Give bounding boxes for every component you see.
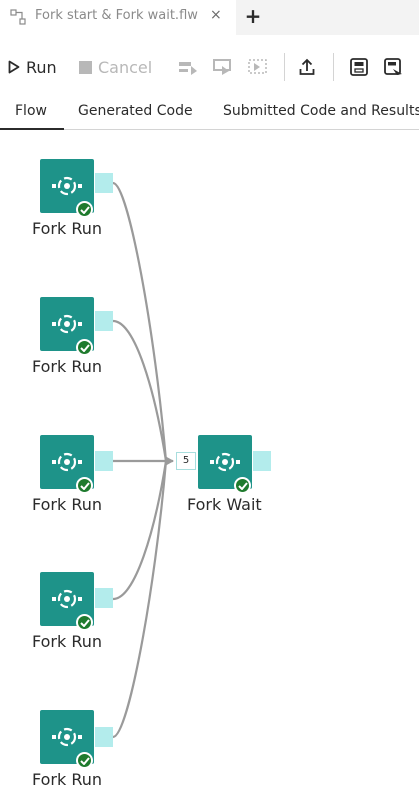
checkmark-icon (80, 482, 90, 490)
tab-generated-code[interactable]: Generated Code (78, 103, 193, 119)
success-badge (76, 477, 93, 494)
close-icon[interactable]: × (210, 7, 222, 23)
output-port[interactable] (95, 451, 113, 471)
output-port[interactable] (95, 588, 113, 608)
run-from-node-button[interactable] (213, 55, 233, 79)
output-port[interactable] (95, 311, 113, 331)
fork-node-icon (210, 452, 240, 472)
success-badge (234, 477, 251, 494)
save-as-icon (384, 58, 402, 75)
run-to-node-button[interactable] (178, 55, 198, 79)
run-from-icon (213, 59, 231, 75)
node-label: Fork Run (32, 770, 103, 789)
tab-flow[interactable]: Flow (15, 103, 47, 119)
node-label: Fork Run (32, 219, 103, 238)
checkmark-icon (80, 757, 90, 765)
output-port[interactable] (95, 727, 113, 747)
checkmark-icon (80, 206, 90, 214)
upload-button[interactable] (299, 55, 315, 79)
run-to-icon (179, 62, 197, 75)
stop-icon (79, 60, 92, 74)
upload-icon (299, 58, 315, 75)
new-tab-button[interactable]: + (244, 4, 262, 28)
checkmark-icon (80, 344, 90, 352)
success-badge (76, 201, 93, 218)
fork-node-icon (52, 452, 82, 472)
flow-connections (112, 181, 174, 739)
arrowhead (165, 456, 174, 466)
view-tabs: Flow Generated Code Submitted Code and R… (0, 95, 419, 130)
run-selected-icon (248, 59, 267, 74)
save-button[interactable] (350, 55, 368, 79)
fork-node-icon (52, 727, 82, 747)
tab-strip: Fork start & Fork wait.flw × + (0, 0, 419, 35)
node-label: Fork Run (32, 357, 103, 376)
flow-file-icon (10, 9, 26, 25)
checkmark-icon (80, 619, 90, 627)
cancel-label: Cancel (98, 57, 153, 77)
run-button[interactable]: Run (8, 55, 57, 79)
success-badge (76, 339, 93, 356)
cancel-button[interactable]: Cancel (79, 55, 152, 79)
connection-line (112, 181, 168, 462)
play-icon (8, 60, 20, 74)
node-label: Fork Wait (187, 495, 262, 514)
node-label: Fork Run (32, 495, 103, 514)
output-port[interactable] (95, 173, 113, 193)
fork-node-icon (52, 314, 82, 334)
node-label: Fork Run (32, 632, 103, 651)
toolbar-separator (284, 53, 285, 81)
save-as-button[interactable] (384, 55, 404, 79)
active-tab-indicator (0, 128, 64, 130)
output-port[interactable] (253, 451, 271, 471)
checkmark-icon (238, 482, 248, 490)
fork-node-icon (52, 176, 82, 196)
save-icon (350, 58, 368, 76)
connection-line (112, 460, 168, 601)
fork-node-icon (52, 589, 82, 609)
document-tab-title: Fork start & Fork wait.flw (35, 8, 198, 23)
connection-line (112, 319, 168, 462)
connection-line (112, 460, 168, 739)
toolbar: Run Cancel (0, 35, 419, 95)
tab-submitted-code-and-results[interactable]: Submitted Code and Results (223, 103, 419, 119)
run-label: Run (26, 57, 57, 77)
success-badge (76, 614, 93, 631)
fork-run-node[interactable] (40, 435, 94, 489)
input-port-count[interactable]: 5 (176, 452, 196, 470)
run-selected-button[interactable] (248, 55, 268, 79)
toolbar-separator (333, 53, 334, 81)
flow-canvas[interactable]: Fork Run Fork Run Fork Run (0, 131, 419, 800)
document-tab[interactable]: Fork start & Fork wait.flw × (0, 0, 236, 35)
success-badge (76, 752, 93, 769)
